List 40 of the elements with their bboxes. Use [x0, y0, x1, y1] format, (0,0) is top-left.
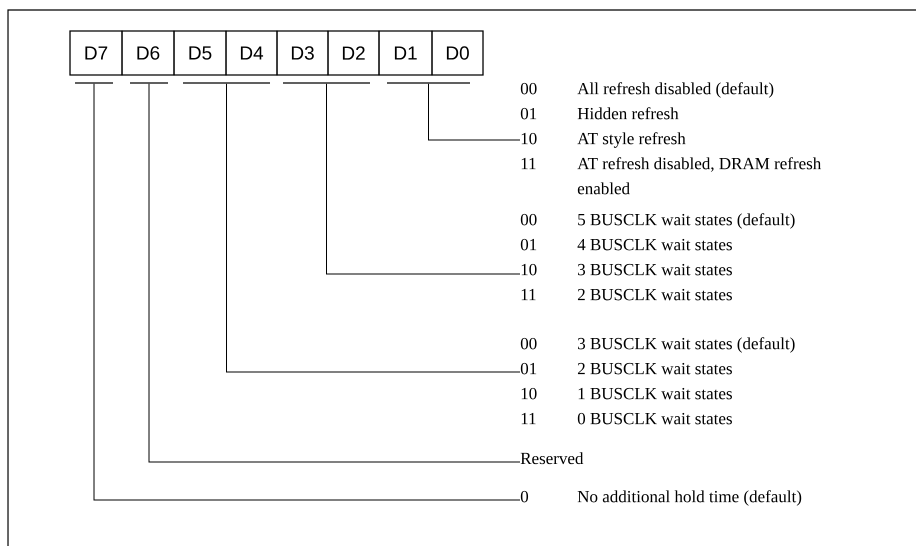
bit-cell: D6	[121, 30, 175, 76]
option-label: Reserved	[520, 452, 584, 464]
leader-line	[94, 83, 520, 500]
option-description: 1 BUSCLK wait states	[578, 388, 732, 400]
leader-line	[226, 83, 520, 372]
bit-cell: D3	[276, 30, 329, 76]
option-code: 10	[522, 388, 537, 400]
option-description: 3 BUSCLK wait states	[578, 264, 732, 276]
option-description: 0 BUSCLK wait states	[578, 412, 732, 424]
leader-line	[428, 83, 520, 140]
option-description: Hidden refresh	[578, 107, 678, 120]
option-code: 11	[522, 158, 536, 170]
option-description: No additional hold time (default)	[578, 490, 802, 506]
option-description: AT refresh disabled, DRAM refresh enabled	[577, 157, 822, 194]
option-code: 01	[520, 238, 536, 250]
option-description: 2 BUSCLK wait states	[578, 288, 732, 300]
bit-cell: D7	[69, 30, 123, 76]
option-description: 2 BUSCLK wait states	[578, 362, 732, 374]
leader-line	[326, 83, 520, 274]
option-description: 4 BUSCLK wait states	[578, 238, 732, 250]
bit-cell: D0	[431, 30, 484, 76]
option-code: 10	[522, 264, 537, 276]
leader-line	[148, 83, 520, 462]
option-code: 01	[520, 108, 536, 120]
option-code: 00	[520, 82, 537, 94]
option-description: AT style refresh	[577, 132, 686, 148]
option-code: 00	[520, 338, 537, 350]
bit-cell: D4	[225, 30, 278, 76]
option-code: 11	[522, 412, 536, 424]
option-description: 5 BUSCLK wait states (default)	[578, 213, 795, 229]
option-code: 0	[520, 490, 528, 502]
option-description: All refresh disabled (default)	[577, 82, 774, 98]
bit-cell: D2	[327, 30, 380, 76]
option-code: 00	[520, 214, 537, 226]
option-code: 10	[522, 132, 537, 144]
bit-cell: D5	[173, 30, 227, 76]
option-code: 11	[522, 288, 536, 300]
option-description: 3 BUSCLK wait states (default)	[578, 337, 795, 353]
option-code: 01	[520, 362, 536, 374]
bit-cell: D1	[378, 30, 433, 76]
